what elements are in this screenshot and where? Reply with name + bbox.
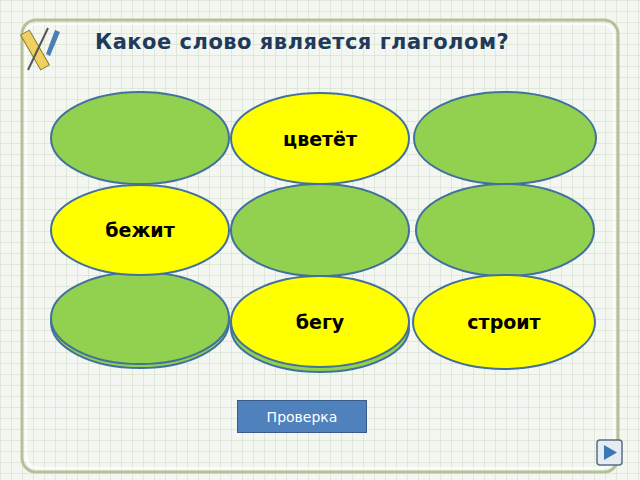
answer-word: бежит [105,219,174,241]
answer-ellipse: бежит [50,184,230,276]
answer-word: строит [467,311,540,333]
pencil-icon [21,28,60,70]
empty-ellipses [51,92,596,372]
frame-inner [26,24,614,468]
frame [22,20,618,472]
answer-ellipse: цветёт [230,92,410,185]
button-label: Проверка [267,409,338,425]
answer-word: бегу [296,311,344,333]
check-button: Проверка [237,400,367,433]
slide-title: Какое слово является глаголом? [95,30,615,54]
answer-ellipse: строит [412,274,596,370]
answer-ellipse: бегу [230,275,410,368]
nav-arrow [597,440,622,465]
answer-word: цветёт [283,128,357,150]
